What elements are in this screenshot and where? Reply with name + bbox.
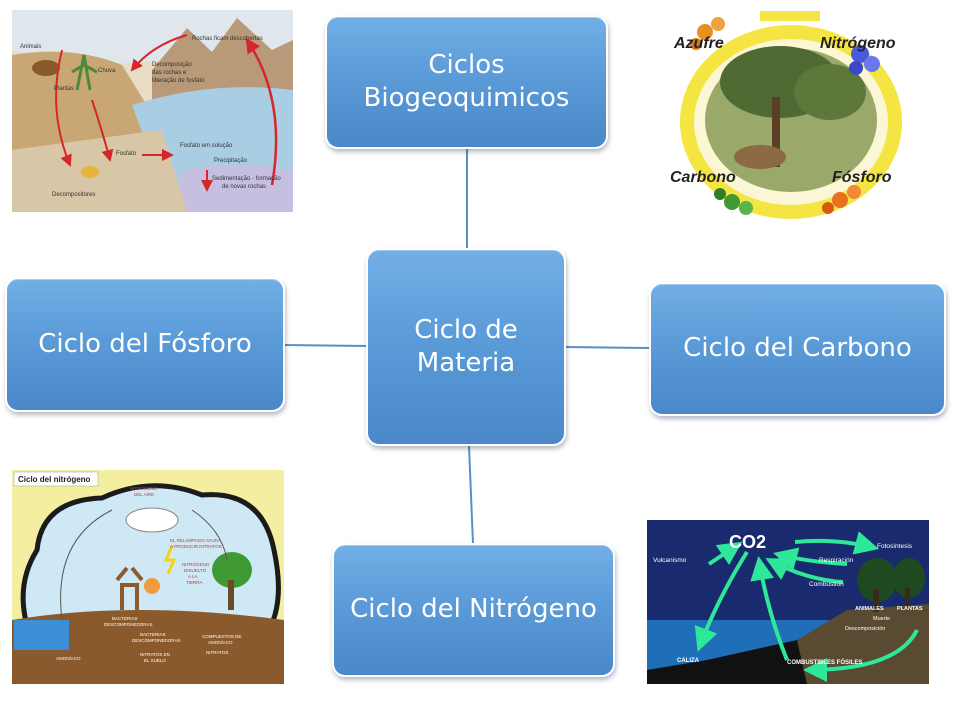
label-bacterias-4: DESCOMPONEDORAS [132,638,181,643]
label-muerte: Muerte [873,616,890,622]
label-disuelto-1: NITRÓGENO [182,561,210,567]
lightning-icon [163,545,177,575]
nitrogeno-molecule-icon [849,45,880,75]
tree-icon [857,558,897,602]
node-bottom-label: Ciclo del Nitrógeno [350,594,597,625]
label-fotosintesis: Fotosíntesis [877,543,913,550]
nitrogen-title: Ciclo del nitrógeno [18,475,91,484]
fosforo-molecule-icon [822,185,861,214]
deer-icon [734,145,786,169]
azufre-molecule-icon [690,17,725,50]
label-disuelto-4: TIERRA [186,580,203,585]
phosphorus-cycle-illustration: Animais Chuva Plantas Rochas ficam desco… [12,10,293,212]
label-precipitacao: Precipitação [214,158,248,164]
label-nitratos: NITRATOS [206,650,228,655]
label-animais: Animais [20,44,41,50]
cloud-icon [125,507,179,533]
label-carbono: Carbono [670,169,736,186]
label-bacterias-1: BACTERIAS [112,616,138,621]
label-decomp-3: liberação de fosfato [152,78,205,84]
label-plantas: PLANTAS [897,606,923,612]
label-fosforo: Fósforo [832,169,892,186]
label-plantas: Plantas [54,86,74,92]
label-relampago-2: A PRODUCIR NITRATOS [170,544,222,549]
label-relampago-1: EL RELÁMPAGO AYUDA [170,537,221,543]
label-disuelto-2: DISUELTO [184,568,207,573]
label-sedimentacao-2: de novas rochas [222,184,266,190]
label-nitrogeno: Nitrógeno [820,35,896,52]
node-center-line-2: Materia [416,348,516,378]
label-decomp-1: Decomposição [152,62,192,68]
label-co2: CO2 [729,532,766,552]
label-bacterias-2: DESCOMPONEDORAS [104,622,153,627]
label-azufre: Azufre [673,35,724,52]
plant-icon [71,54,98,91]
animal-icon [32,60,60,76]
label-compuestos-2: AMONÍACO [208,639,233,645]
label-combustion: Combustión [809,581,844,588]
label-amoniaco: AMONÍACO [56,655,81,661]
label-compuestos-1: COMPUESTOS DE [202,634,241,639]
water-icon [14,620,69,650]
tree-icon [212,552,252,588]
label-fosfato-solucao: Fosfato em solução [180,143,233,149]
node-ciclos-biogeoquimicos: Ciclos Biogeoquimicos [325,15,608,149]
biogeochemical-cycles-illustration: Azufre Nitrógeno Carbono Fósforo [660,2,922,242]
connector-right [564,346,651,349]
label-bacterias-3: BACTERIAS [140,632,166,637]
label-decomp-2: das rochas e [152,70,187,76]
label-decompositores: Decompositores [52,192,95,198]
label-caliza: CALIZA [677,658,700,664]
node-ciclo-del-nitrogeno: Ciclo del Nitrógeno [332,543,615,677]
node-top-line-2: Biogeoquimicos [363,83,570,113]
label-descomposicion: Descomposición [845,626,885,632]
label-nitrogeno-aire-2: DEL AIRE [134,492,154,497]
deer-icon [115,566,144,610]
mushroom-icon [81,166,99,178]
node-ciclo-del-fosforo: Ciclo del Fósforo [5,277,285,412]
label-chuva: Chuva [98,68,116,74]
label-sedimentacao-1: Sedimentação - formação [212,176,281,182]
label-nitratos-suelo-1: NITRATOS EN [140,652,170,657]
node-left-label: Ciclo del Fósforo [38,328,252,359]
label-fosfato: Fosfato [116,151,137,157]
node-ciclo-de-materia: Ciclo de Materia [366,248,566,446]
label-disuelto-3: A LA [188,574,198,579]
label-combustibles-fosiles: COMBUSTIBLES FÓSILES [787,658,862,666]
node-center-line-1: Ciclo de [414,314,518,345]
label-respiracion: Respiración [819,557,854,564]
node-top-line-1: Ciclos [428,49,505,80]
label-nitrogeno-aire-1: NITRÓGENO [130,485,158,491]
label-nitratos-suelo-2: EL SUELO [144,658,166,663]
connector-left [283,344,369,347]
label-vulcanismo: Vulcanismo [653,557,687,564]
label-animales: ANIMALES [855,606,884,612]
nitrogen-cycle-illustration: Ciclo del nitrógeno NITRÓGENO DEL AIRE E… [12,470,284,684]
carbono-molecule-icon [714,188,753,215]
label-rochas: Rochas ficam descobertas [192,36,263,42]
carbon-cycle-illustration: CO2 Vulcanismo Fotosíntesis Respiración … [647,520,929,684]
node-ciclo-del-carbono: Ciclo del Carbono [649,282,946,416]
connector-bottom [468,445,474,545]
node-right-label: Ciclo del Carbono [683,333,912,364]
